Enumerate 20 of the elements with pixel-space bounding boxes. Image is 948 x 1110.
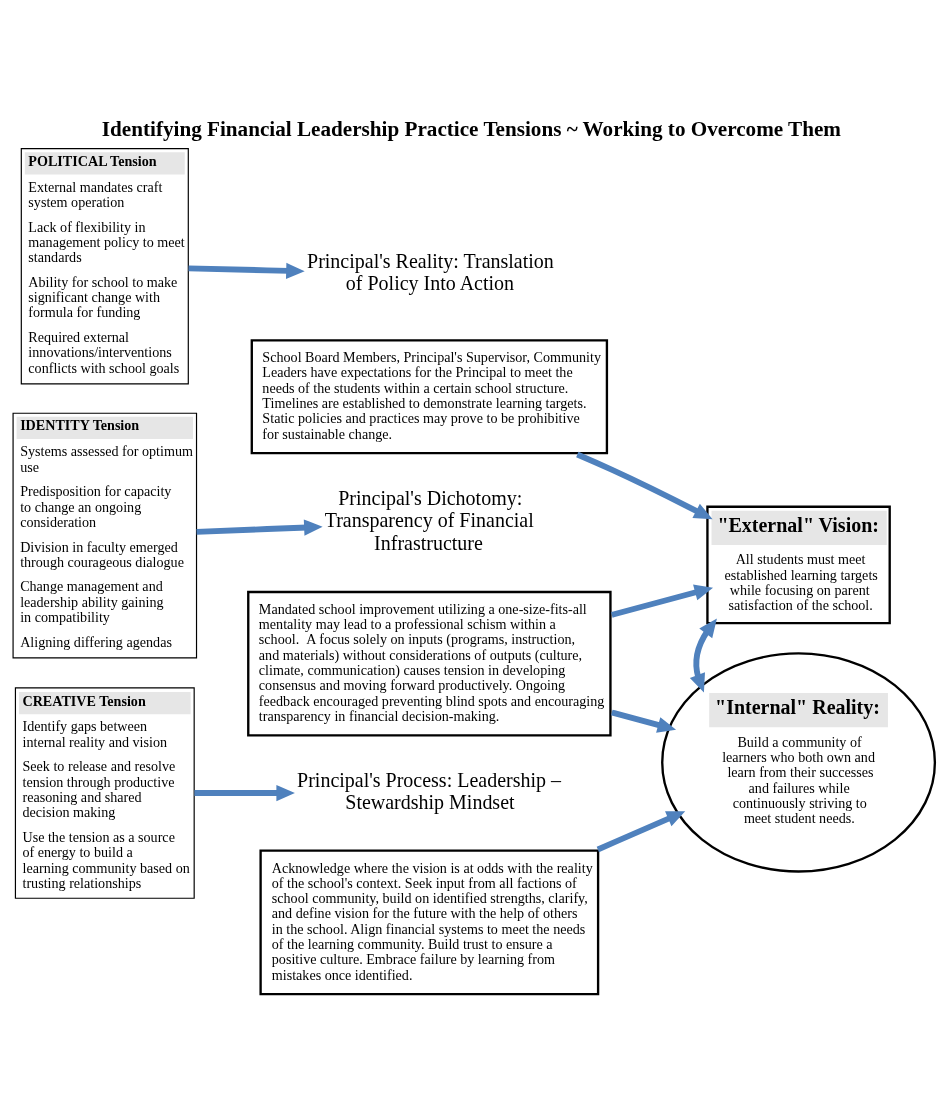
diagram-title: Identifying Financial Leadership Practice Tensions ~ Working to Overcome Them [101, 116, 841, 141]
node-text: Principal's Process: Leadership – Stewardship Mindset [297, 768, 561, 813]
node-text: Principal's Reality: Translation of Policy Into Action [307, 249, 554, 294]
arrow [194, 784, 295, 801]
node-box: Acknowledge where the vision is at odds with the reality of the school's context. Seek input from all factions of school community, build on identified strengths, clarify, and define vision for the future with the help of others in the school. Align financial systems to meet the needs of the learning community. Build trust to ensure a positive culture. Embrace failure by learning from mistakes once identified. [259, 849, 600, 995]
node-ellipse: "Internal" Reality: Build a community of learners who both own and learn from their successes and failures while continuously striving to meet student needs. [661, 651, 937, 873]
node-box: POLITICAL Tension External mandates craft system operation Lack of flexibility in management policy to meet standards Ability for school to make significant change with formula for funding Required external innovations/interventions conflicts with school goals [20, 147, 189, 384]
node-box: School Board Members, Principal's Supervisor, Community Leaders have expectations for the Principal to meet the needs of the students within a certain school structure. Timelines are established to demonstrate learning targets. Static policies and practices may prove to be prohibitive for sustainable change. [250, 338, 609, 454]
arrow [196, 518, 323, 536]
arrow [611, 584, 714, 618]
arrow [576, 451, 713, 519]
arrow [689, 618, 717, 693]
arrow [596, 810, 686, 852]
node-box: "External" Vision: All students must meet established learning targets while focusing on parent satisfaction of the school. [706, 505, 891, 624]
arrow [611, 709, 677, 733]
arrow [188, 262, 305, 279]
node-box: CREATIVE Tension Identify gaps between internal reality and vision Seek to release and resolve tension through productive reasoning and shared decision making Use the tension as a source of energy to build a learning community based on trusting relationships [14, 686, 195, 899]
node-box: Mandated school improvement utilizing a one-size-fits-all mentality may lead to a professional schism within a school. A focus solely on inputs (programs, instruction, and materials) without considerations of outputs (culture, climate, communication) causes tension in developing consensus and moving forward productively. Ongoing feedback encouraged preventing blind spots and encouraging transparency in financial decision-making. [247, 590, 612, 737]
node-box: IDENTITY Tension Systems assessed for optimum use Predisposition for capacity to change an ongoing consideration Division in faculty emerged through courageous dialogue Change management and leadership ability gaining in compatibility Aligning differing agendas [12, 412, 198, 658]
node-text: Principal's Dichotomy: Transparency of Financial Infrastructure [324, 486, 534, 554]
